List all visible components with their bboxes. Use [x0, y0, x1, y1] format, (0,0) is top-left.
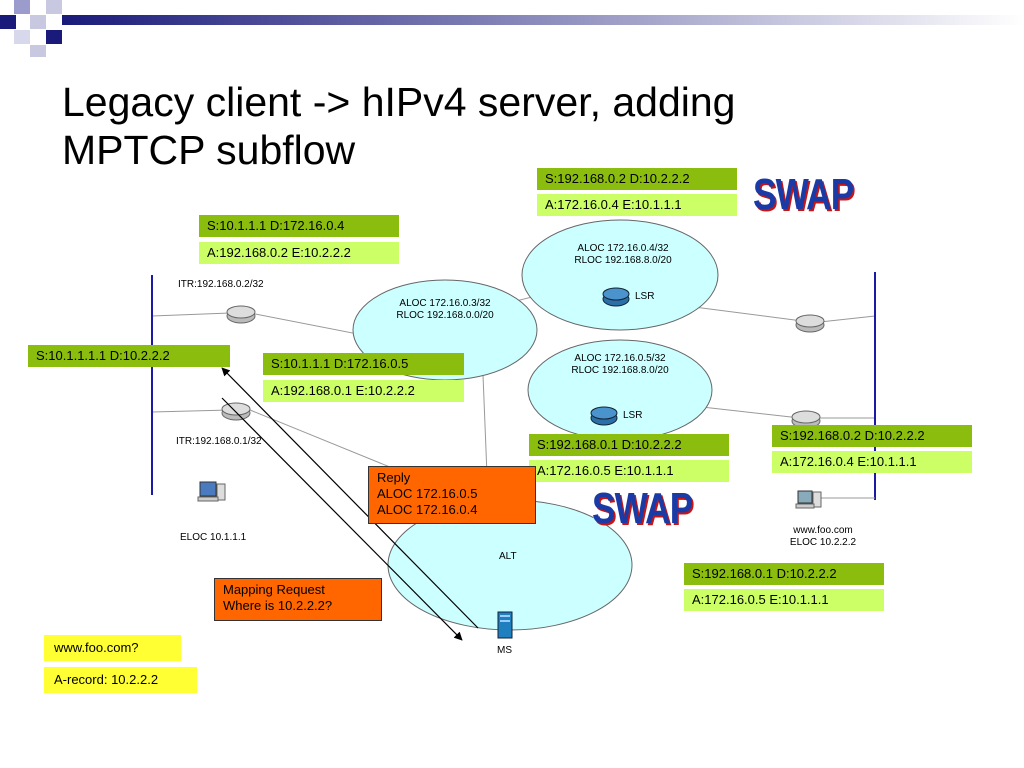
packet-2-header: S:10.1.1.1.1 D:10.2.2.2: [28, 345, 230, 367]
deco-square: [14, 0, 30, 14]
cloud-aloc-0-4-label: ALOC 172.16.0.4/32 RLOC 192.168.8.0/20: [563, 243, 683, 267]
packet-6-sub: A:172.16.0.4 E:10.1.1.1: [772, 451, 972, 473]
itr2-label: ITR:192.168.0.1/32: [176, 436, 262, 447]
reply-title: Reply: [377, 470, 411, 485]
packet-7-header: S:192.168.0.1 D:10.2.2.2: [684, 563, 884, 585]
swap-label-top: SWAP: [753, 170, 854, 219]
cloud-rloc-line: RLOC 192.168.0.0/20: [396, 310, 494, 321]
packet-4-header: S:192.168.0.2 D:10.2.2.2: [537, 168, 737, 190]
packet-1-sub: A:192.168.0.2 E:10.2.2.2: [199, 242, 399, 264]
deco-square: [0, 15, 16, 29]
packet-5-sub: A:172.16.0.5 E:10.1.1.1: [529, 460, 729, 482]
map-server-icon: [497, 611, 513, 639]
server-label: www.foo.com ELOC 10.2.2.2: [778, 525, 868, 549]
reply-box: Reply ALOC 172.16.0.5 ALOC 172.16.0.4: [368, 466, 536, 524]
client-eloc-label: ELOC 10.1.1.1: [180, 532, 247, 543]
packet-5-header: S:192.168.0.1 D:10.2.2.2: [529, 434, 729, 456]
ms-label: MS: [497, 645, 512, 656]
cloud-aloc-0-4: [521, 219, 719, 331]
alt-label: ALT: [499, 551, 517, 562]
itr1-label: ITR:192.168.0.2/32: [178, 279, 264, 290]
mapping-request-question: Where is 10.2.2.2?: [223, 598, 333, 613]
router-icon-itr2: [221, 402, 251, 421]
lsr-router-icon-1: [602, 287, 630, 307]
dns-answer-box: A-record: 10.2.2.2: [44, 667, 197, 693]
router-icon-etr2: [791, 410, 821, 429]
lsr-label: LSR: [635, 291, 655, 302]
deco-square: [14, 30, 30, 44]
request-arrow: [221, 397, 463, 641]
server-name: www.foo.com: [793, 525, 853, 536]
cloud-aloc-0-3-label: ALOC 172.16.0.3/32 RLOC 192.168.0.0/20: [385, 298, 505, 322]
cloud-aloc-line: ALOC 172.16.0.4/32: [577, 243, 669, 254]
reply-arrow: [221, 367, 479, 629]
cloud-aloc-line: ALOC 172.16.0.5/32: [574, 353, 666, 364]
mapping-request-title: Mapping Request: [223, 582, 325, 597]
deco-square: [30, 15, 46, 29]
deco-square: [46, 0, 62, 14]
lsr-label: LSR: [623, 410, 643, 421]
packet-7-sub: A:172.16.0.5 E:10.1.1.1: [684, 589, 884, 611]
cloud-aloc-line: ALOC 172.16.0.3/32: [399, 298, 491, 309]
reply-aloc-1: ALOC 172.16.0.5: [377, 486, 478, 501]
packet-3-sub: A:192.168.0.1 E:10.2.2.2: [263, 380, 464, 402]
dns-query-box: www.foo.com?: [44, 635, 181, 661]
packet-3-header: S:10.1.1.1 D:172.16.0.5: [263, 353, 464, 375]
server-computer-icon: [795, 490, 822, 509]
header-bar: [62, 15, 1024, 25]
deco-square: [30, 45, 46, 57]
router-icon-itr1: [226, 305, 256, 324]
mapping-request-box: Mapping Request Where is 10.2.2.2?: [214, 578, 382, 621]
slide-decoration: [0, 0, 1024, 57]
slide-title: Legacy client -> hIPv4 server, adding MP…: [62, 79, 736, 173]
swap-label-bottom: SWAP: [592, 484, 693, 533]
cloud-rloc-line: RLOC 192.168.8.0/20: [574, 255, 672, 266]
packet-1-header: S:10.1.1.1 D:172.16.0.4: [199, 215, 399, 237]
packet-6-header: S:192.168.0.2 D:10.2.2.2: [772, 425, 972, 447]
reply-aloc-2: ALOC 172.16.0.4: [377, 502, 478, 517]
client-computer-icon: [197, 481, 226, 502]
cloud-rloc-line: RLOC 192.168.8.0/20: [571, 365, 669, 376]
lsr-router-icon-2: [590, 406, 618, 426]
cloud-aloc-0-5-label: ALOC 172.16.0.5/32 RLOC 192.168.8.0/20: [560, 353, 680, 377]
router-icon-etr1: [795, 314, 825, 333]
deco-square: [46, 30, 62, 44]
packet-4-sub: A:172.16.0.4 E:10.1.1.1: [537, 194, 737, 216]
server-eloc: ELOC 10.2.2.2: [789, 537, 857, 548]
